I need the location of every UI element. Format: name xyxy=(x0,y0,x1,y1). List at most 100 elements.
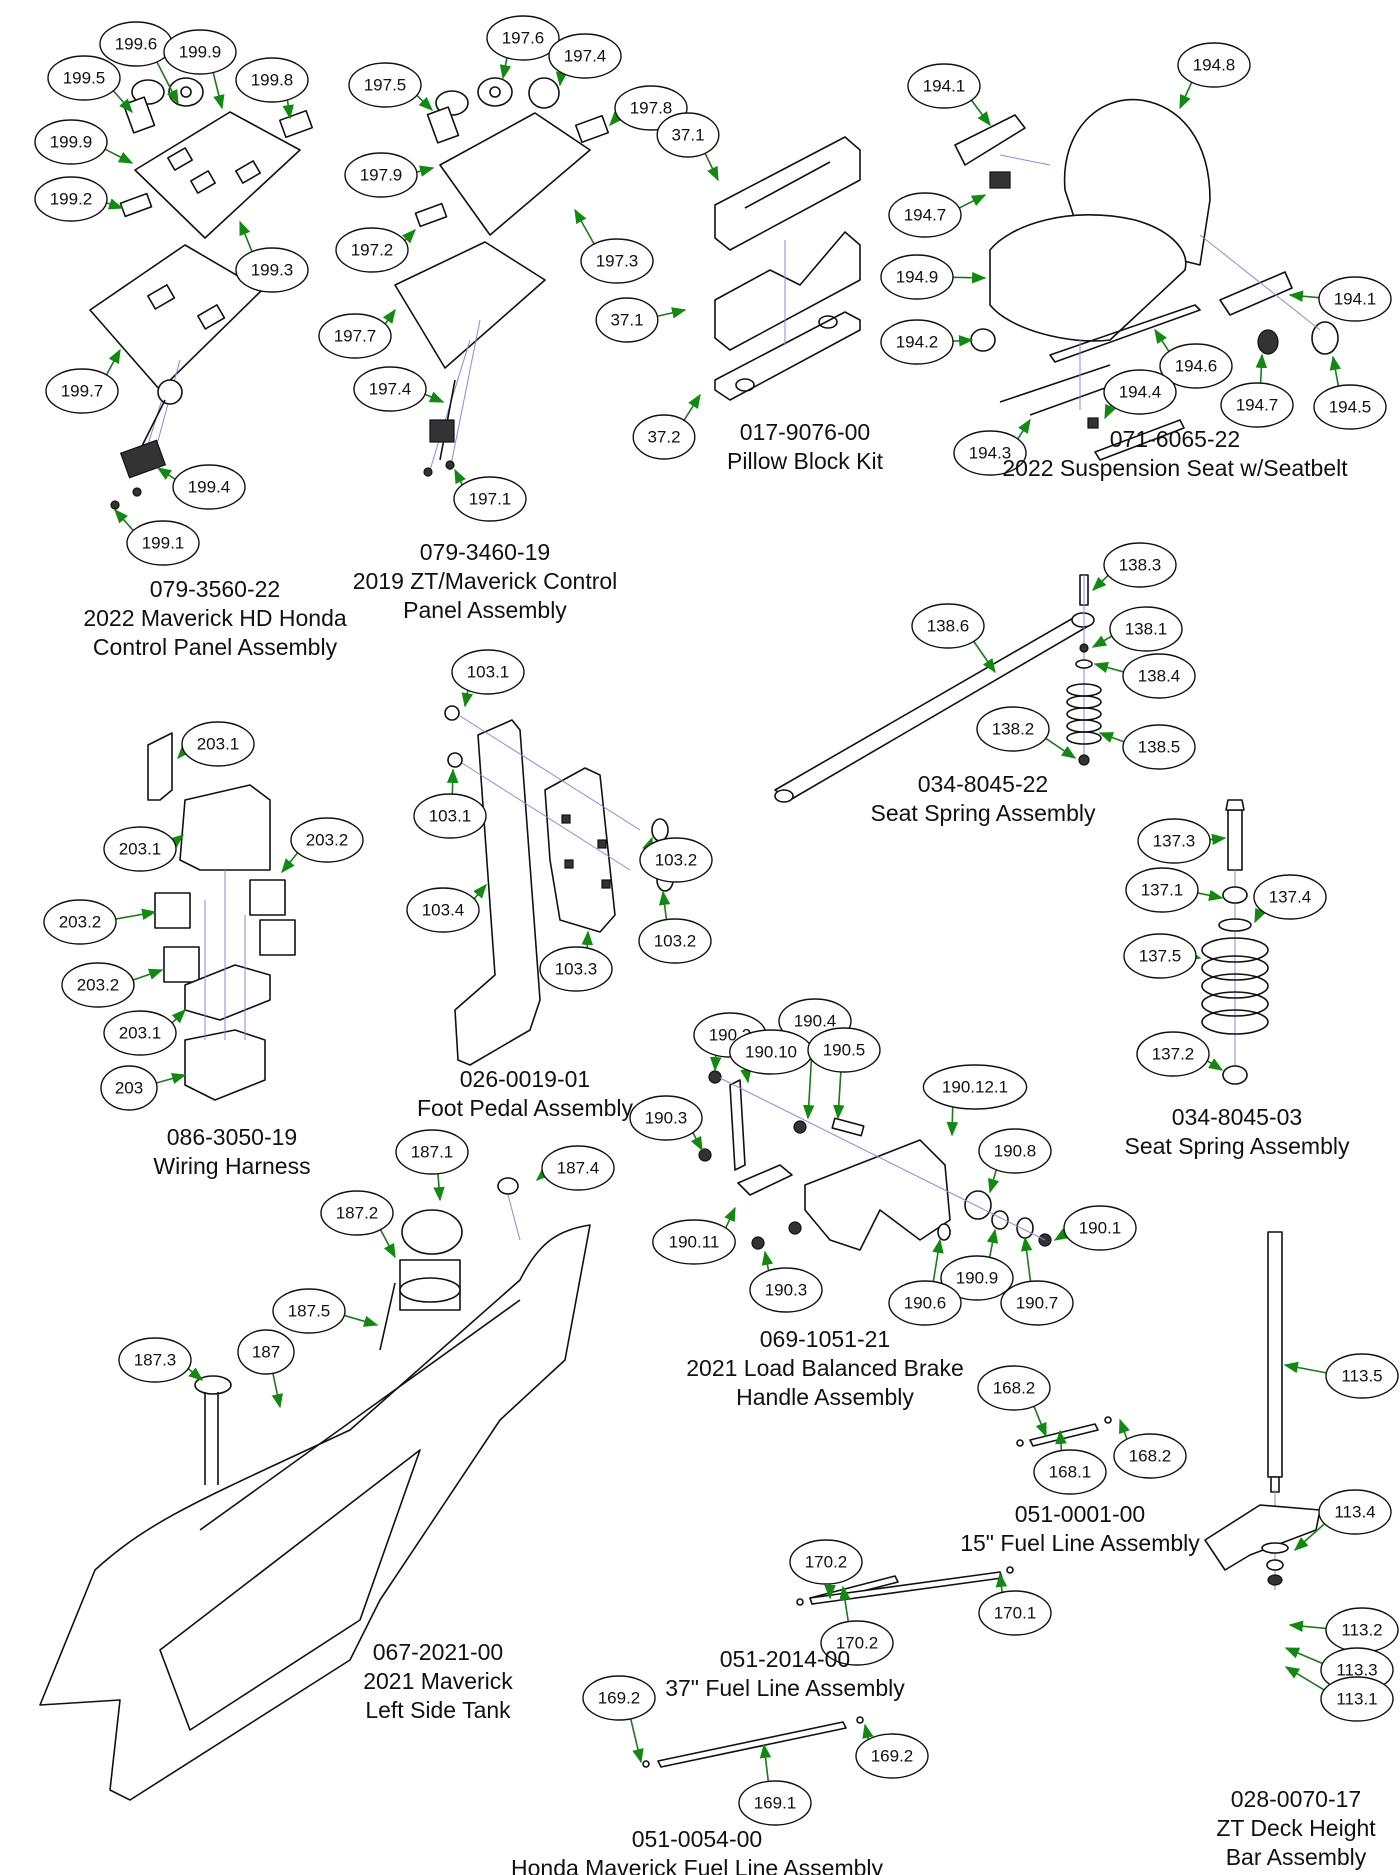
callout[interactable]: 113.4 xyxy=(1293,1489,1392,1551)
callout[interactable]: 197.7 xyxy=(318,308,396,359)
callout[interactable]: 138.3 xyxy=(1091,542,1177,591)
callout[interactable]: 199.2 xyxy=(34,176,124,222)
callout[interactable]: 137.2 xyxy=(1136,1031,1224,1077)
callout-label: 197.5 xyxy=(364,76,407,95)
callout[interactable]: 137.3 xyxy=(1137,818,1227,864)
callout[interactable]: 113.1 xyxy=(1284,1666,1394,1722)
callout[interactable]: 194.3 xyxy=(953,418,1031,476)
callout[interactable]: 194.7 xyxy=(1220,353,1294,428)
callout[interactable]: 199.4 xyxy=(156,464,246,510)
callout[interactable]: 203.2 xyxy=(61,962,164,1008)
callout[interactable]: 168.2 xyxy=(977,1365,1051,1438)
callout[interactable]: 203.1 xyxy=(103,1008,187,1056)
callout[interactable]: 103.2 xyxy=(638,890,712,964)
callout[interactable]: 197.4 xyxy=(548,33,622,87)
callout[interactable]: 190.3 xyxy=(629,1095,703,1152)
callout[interactable]: 194.1 xyxy=(907,63,991,127)
callout[interactable]: 190.9 xyxy=(940,1228,1014,1301)
callout[interactable]: 187.2 xyxy=(320,1190,396,1259)
callout[interactable]: 138.2 xyxy=(976,706,1077,759)
callout[interactable]: 199.9 xyxy=(34,119,134,165)
callout[interactable]: 37.1 xyxy=(595,297,687,343)
assembly-foot-pedal: 103.1 103.1 103.2 103.4 103.2 103.3 xyxy=(406,649,713,992)
callout[interactable]: 137.4 xyxy=(1253,874,1327,924)
callout[interactable]: 190.11 xyxy=(652,1206,736,1265)
callout[interactable]: 103.1 xyxy=(413,768,487,839)
callout[interactable]: 190.6 xyxy=(888,1238,962,1326)
callout[interactable]: 138.6 xyxy=(911,603,996,674)
callout[interactable]: 190.8 xyxy=(978,1128,1052,1194)
callout[interactable]: 170.2 xyxy=(820,1585,894,1666)
callout[interactable]: 194.4 xyxy=(1103,369,1177,420)
callout[interactable]: 197.5 xyxy=(348,62,434,111)
callout-label: 137.2 xyxy=(1152,1045,1195,1064)
leader-arrow xyxy=(1288,290,1320,302)
callout[interactable]: 168.2 xyxy=(1113,1418,1187,1479)
callout[interactable]: 169.2 xyxy=(582,1675,656,1764)
callout[interactable]: 187.1 xyxy=(395,1129,469,1202)
callout[interactable]: 197.9 xyxy=(344,152,435,198)
callout-label: 138.6 xyxy=(927,617,970,636)
assembly-suspension-seat: 194.1 194.8 194.7 194.9 194.1 194.2 194.6194.4… xyxy=(880,42,1392,476)
leader-arrow xyxy=(761,1250,774,1271)
callout[interactable]: 194.8 xyxy=(1177,42,1251,110)
callout[interactable]: 137.5 xyxy=(1123,933,1202,979)
callout[interactable]: 37.1 xyxy=(656,112,720,182)
callout[interactable]: 199.5 xyxy=(47,55,133,114)
callout[interactable]: 197.1 xyxy=(453,468,527,522)
callout[interactable]: 103.4 xyxy=(406,883,487,933)
callout[interactable]: 190.1 xyxy=(1053,1205,1137,1251)
callout[interactable]: 187.3 xyxy=(118,1337,204,1383)
callout[interactable]: 187 xyxy=(237,1329,295,1409)
callout[interactable]: 199.7 xyxy=(45,348,121,414)
assembly-name: Left Side Tank xyxy=(365,1697,511,1723)
callout[interactable]: 138.5 xyxy=(1098,724,1196,770)
callout[interactable]: 190.10 xyxy=(729,1029,813,1084)
callout[interactable]: 190.12.1 xyxy=(922,1064,1028,1137)
callout[interactable]: 197.2 xyxy=(335,227,417,273)
callout[interactable]: 197.4 xyxy=(353,366,445,412)
callout[interactable]: 194.9 xyxy=(880,254,987,300)
callout[interactable]: 187.4 xyxy=(535,1145,615,1191)
callout[interactable]: 37.2 xyxy=(632,393,701,460)
callout[interactable]: 113.2 xyxy=(1288,1607,1399,1653)
callout[interactable]: 194.1 xyxy=(1288,276,1392,322)
callout[interactable]: 203.2 xyxy=(281,817,364,874)
callout[interactable]: 194.5 xyxy=(1313,355,1387,430)
callout[interactable]: 103.3 xyxy=(539,930,613,992)
callout[interactable]: 187.5 xyxy=(272,1288,379,1334)
callout[interactable]: 194.2 xyxy=(880,319,974,365)
callout[interactable]: 170.1 xyxy=(978,1572,1052,1636)
callout[interactable]: 197.6 xyxy=(486,15,560,80)
callout[interactable]: 197.3 xyxy=(574,208,654,284)
callout[interactable]: 190.5 xyxy=(807,1027,881,1120)
callout[interactable]: 170.2 xyxy=(789,1539,863,1600)
callout[interactable]: 190.7 xyxy=(1000,1236,1074,1326)
callout-bubble xyxy=(395,1129,469,1175)
callout[interactable]: 190.3 xyxy=(749,1250,823,1313)
callout[interactable]: 199.6 xyxy=(99,21,179,105)
callout[interactable]: 199.1 xyxy=(114,508,200,566)
callout[interactable]: 199.9 xyxy=(163,29,237,110)
callout[interactable]: 199.3 xyxy=(235,220,309,293)
leader-arrow xyxy=(555,71,568,87)
callout[interactable]: 194.6 xyxy=(1154,328,1233,389)
callout-label: 169.2 xyxy=(871,1747,914,1766)
callout[interactable]: 169.2 xyxy=(855,1723,929,1779)
callout[interactable]: 168.1 xyxy=(1033,1429,1107,1495)
callout[interactable]: 103.2 xyxy=(639,836,713,883)
callout[interactable]: 169.1 xyxy=(738,1743,812,1826)
callout[interactable]: 199.8 xyxy=(235,57,309,120)
callout[interactable]: 138.4 xyxy=(1093,653,1196,699)
callout[interactable]: 203.1 xyxy=(177,721,255,767)
callout[interactable]: 137.1 xyxy=(1125,867,1224,913)
leader-arrow xyxy=(454,468,466,486)
callout[interactable]: 113.5 xyxy=(1283,1353,1399,1399)
callout[interactable]: 138.1 xyxy=(1091,606,1183,652)
callout[interactable]: 103.1 xyxy=(451,649,525,708)
callout[interactable]: 194.7 xyxy=(888,192,987,238)
callout[interactable]: 203.2 xyxy=(43,899,157,945)
callout[interactable]: 203 xyxy=(100,1065,187,1111)
callout[interactable]: 203.1 xyxy=(103,826,185,872)
